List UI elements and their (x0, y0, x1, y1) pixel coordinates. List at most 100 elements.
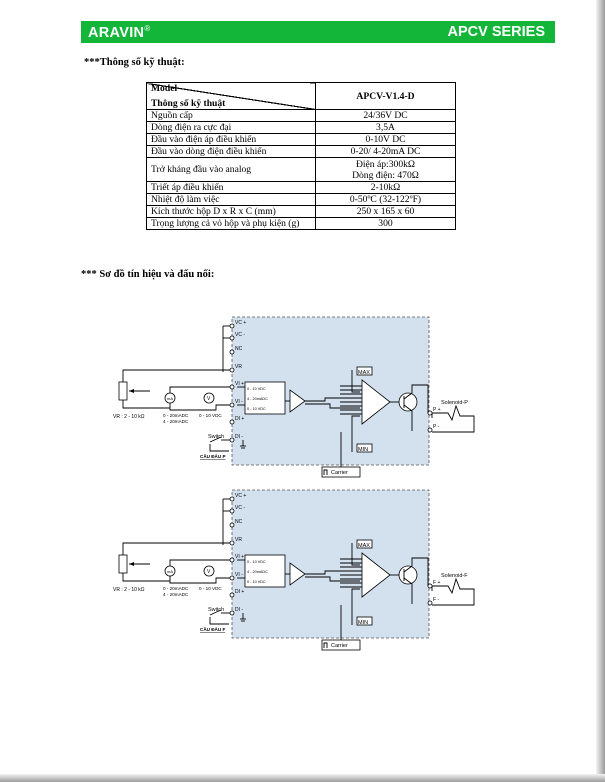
max-label: MAX (358, 370, 370, 376)
wire (351, 543, 360, 566)
current-range-label: 0 - 20mADC (163, 586, 189, 591)
output-minus-label: P - (433, 424, 440, 430)
pin-label: NC (235, 346, 243, 352)
terminal-pin (229, 508, 235, 514)
row-label: Trọng lượng cả vỏ hộp và phụ kiện (g) (146, 217, 316, 230)
corner-label-model: Model (151, 83, 178, 94)
switch-label: Switch (208, 607, 224, 613)
spec-table-header: Model Thông số kỹ thuật APCV-V1.4-D (146, 82, 456, 110)
terminal-pin (229, 323, 235, 329)
pin-label: VC + (235, 320, 246, 326)
milliamp-meter-label: mA (167, 396, 173, 401)
spec-table-corner: Model Thông số kỹ thuật (146, 82, 316, 110)
wire (122, 400, 170, 409)
min-label: MIN (358, 620, 368, 626)
pin-label: VI - (235, 572, 243, 578)
input-selector-box (244, 381, 286, 415)
milliamp-meter-label: mA (167, 569, 173, 574)
pin-label: VR (235, 537, 242, 543)
wire (122, 542, 230, 555)
pin-label: VR (235, 364, 242, 370)
min-label-box (356, 616, 373, 626)
input-range-label: 4 - 20mADC (247, 397, 268, 401)
terminal-pin (229, 540, 235, 546)
terminal-pin (229, 384, 235, 390)
wire (169, 576, 230, 584)
wire (169, 403, 230, 411)
wire (122, 369, 230, 382)
output-plus-label: P + (433, 407, 441, 413)
page-edge-shadow-bottom (0, 774, 605, 782)
terminal-pin (229, 349, 235, 355)
square-wave-icon (323, 469, 328, 475)
brand-logo: ARAVIN® (88, 24, 151, 41)
potentiometer-icon (118, 554, 128, 574)
diagram-section-title: *** Sơ đồ tín hiệu và đấu nối: (81, 269, 215, 280)
pin-label: DI + (235, 589, 244, 595)
input-selector-box (244, 554, 286, 588)
terminal-pin (229, 402, 235, 408)
wiper-arrow-icon (129, 389, 134, 393)
pin-label: DI - (235, 607, 243, 613)
volt-meter-icon (203, 392, 215, 404)
spec-section-title: ***Thông số kỹ thuật: (84, 57, 185, 68)
terminal-pin (427, 600, 433, 606)
voltage-range-label: 0 - 10 VDC (199, 413, 222, 418)
wire (305, 403, 360, 409)
wire (209, 444, 229, 452)
volt-meter-icon (203, 565, 215, 577)
terminal-pin (229, 557, 235, 563)
row-value: 300 (315, 217, 456, 230)
volt-meter-label: V (207, 569, 211, 575)
terminal-pin (229, 592, 235, 598)
terminal-pin (229, 335, 235, 341)
main-amp-icon (361, 379, 391, 425)
pin-label: VC - (235, 332, 245, 338)
transistor-icon (398, 565, 418, 585)
pin-label: VI - (235, 399, 243, 405)
carrier-label: Carrier (331, 470, 348, 476)
row-value-line2: Dòng điện: 470Ω (352, 169, 419, 181)
model-name: APCV-V1.4-D (315, 82, 456, 110)
wire (169, 559, 230, 566)
solenoid-coil-icon (432, 404, 475, 433)
switch-lever-icon (209, 609, 222, 616)
wire (169, 386, 230, 393)
pin-label: NC (235, 519, 243, 525)
square-wave-icon (323, 642, 328, 648)
switch-label: Switch (208, 434, 224, 440)
current-range-label: 4 - 20mADC (163, 419, 189, 424)
terminal-pin (427, 410, 433, 416)
vr-range-label: VR : 2 - 10 kΩ (113, 587, 145, 593)
output-plus-label: F + (433, 580, 440, 586)
table-row: Kích thước hộp D x R x C (mm)250 x 165 x… (146, 205, 456, 218)
brand-name: ARAVIN (88, 24, 145, 41)
table-row: Trọng lượng cả vỏ hộp và phụ kiện (g)300 (146, 217, 456, 230)
wire (403, 577, 413, 604)
terminal-pin (229, 575, 235, 581)
output-minus-label: F - (433, 597, 439, 603)
voltage-range-label: 0 - 10 VDC (199, 586, 222, 591)
pin-label: VC - (235, 505, 245, 511)
pin-label: VI + (235, 381, 244, 387)
potentiometer-icon (118, 381, 128, 401)
volt-meter-label: V (207, 396, 211, 402)
terminal-pin (229, 610, 235, 616)
jumper-label: CẦU ĐẤU P (200, 453, 226, 459)
terminal-pin (229, 419, 235, 425)
spec-table: Model Thông số kỹ thuật APCV-V1.4-D Nguồ… (146, 82, 456, 230)
terminal-pin (229, 367, 235, 373)
carrier-label: Carrier (331, 643, 348, 649)
solenoid-label: Solenoid-F (441, 573, 468, 579)
terminal-pin (427, 427, 433, 433)
jumper-label: CẦU ĐẤU F (200, 626, 225, 632)
registered-mark: ® (144, 24, 151, 33)
transistor-icon (398, 392, 418, 412)
page-edge-shadow-right (596, 0, 605, 782)
main-amp-icon (361, 552, 391, 598)
wire (122, 573, 170, 582)
input-range-label: 0 - 10 VDC (247, 560, 266, 564)
